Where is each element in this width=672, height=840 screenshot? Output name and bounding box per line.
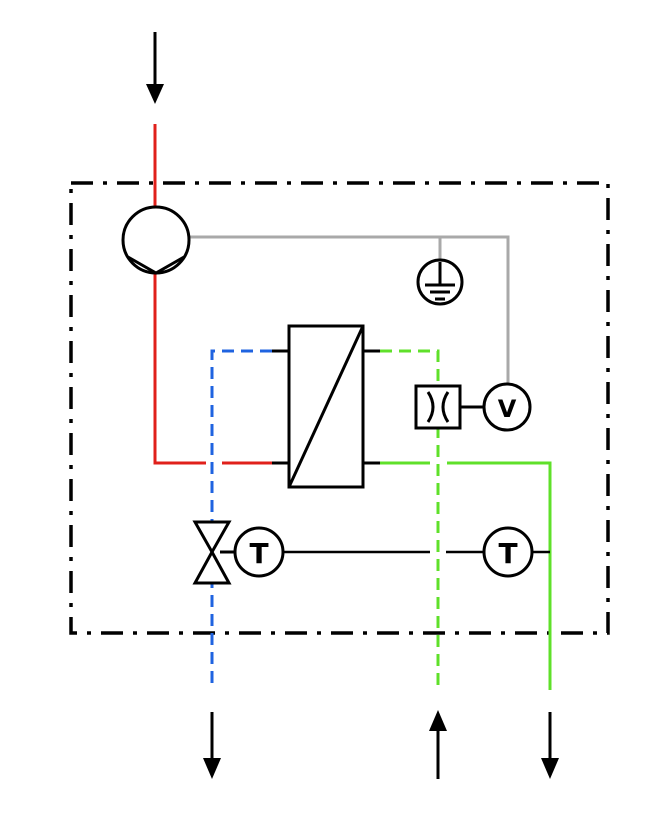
secondary-inlet-flow-arrow-icon [429,710,447,779]
primary-supply-line [153,124,272,465]
temperature-sensor-right-icon: T [482,526,534,578]
inlet-flow-arrow-icon [146,32,164,104]
temp-sensor-left-label: T [249,537,268,570]
temp-sensor-right-label: T [498,537,517,570]
two-way-control-valve-icon [192,520,232,585]
volume-flow-meter-icon: V [482,382,532,432]
secondary-supply-line [380,461,552,690]
volume-meter-label: V [498,395,517,423]
secondary-return-line [380,349,440,690]
secondary-outlet-flow-arrow-icon [541,712,559,779]
circulation-pump-icon [121,205,191,275]
station-enclosure-boundary [69,181,610,635]
primary-outlet-flow-arrow-icon [203,712,221,779]
temperature-sensor-left-icon: T [233,526,285,578]
ground-earth-icon [416,258,464,306]
flow-restrictor-icon [414,384,462,430]
plate-heat-exchanger-icon [287,324,365,489]
signal-line [190,235,510,385]
